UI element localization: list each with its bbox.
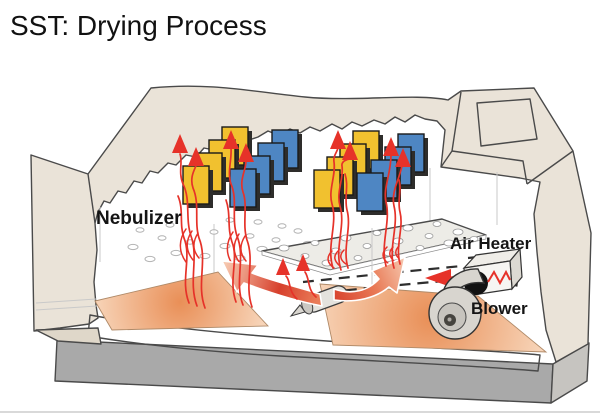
chamber-floor-rim [87,314,541,372]
airflow-stream [225,199,237,303]
airflow-arrowhead [330,130,346,149]
mist-droplet [127,243,139,251]
control-panel-edge [451,150,528,185]
control-panel [440,91,574,185]
airflow-stream [177,195,190,304]
plate-hole [392,237,404,245]
airflow-arrowhead [223,130,239,149]
heat-wave [334,250,341,267]
blower-hub-dot [447,317,452,322]
plate-hole [415,245,425,251]
plate-hole [340,234,352,242]
mist-droplet [144,255,156,263]
airflow-arrowhead [342,141,358,160]
heat-wave [179,228,187,263]
mist-droplet [199,252,211,260]
plate-hole [402,224,414,232]
airflow-streams [172,130,411,309]
plate-hole [278,244,290,252]
left-arrowhead-icon [425,269,451,287]
mist-droplet [209,229,219,235]
airflow-stream [397,179,402,265]
heat-wave [240,235,247,262]
specimen-block-yellow [313,169,341,209]
page-title: SST: Drying Process [10,10,267,41]
airflow-arrowhead [276,258,290,275]
heat-wave [340,249,347,265]
air-heater-label: Air Heater [450,234,532,253]
interior-seams [99,168,498,300]
mist-droplet [225,217,235,223]
blower-unit [428,268,486,340]
blower-label: Blower [471,299,528,318]
mist-droplet [277,223,287,229]
plate-holes [278,221,479,267]
airflow-arrowhead [172,134,188,153]
left-wall-seam [35,305,98,311]
plate-edge [261,234,487,276]
mist-droplet [157,235,167,241]
airflow-stream [240,160,253,308]
airflow-arrowhead [383,137,399,156]
heat-wave [382,246,390,265]
airflow-stream [391,165,403,269]
mist-droplet [293,228,303,234]
specimen-block-blue [356,172,384,212]
plate-hole [353,255,363,261]
left-wall-seam [35,298,97,304]
airflow-arrowhead [238,143,254,162]
mist-droplet [253,219,263,225]
control-panel-screen [476,98,538,147]
left-wall-fold [87,173,96,224]
plate-hole [310,240,320,246]
airflow-stream [190,164,206,309]
airflow-stream [329,147,339,269]
heating-element-icon [487,269,511,286]
airflow-arrowhead [395,148,411,167]
spray-swooshes [221,254,406,307]
curl-tail [304,271,317,298]
chamber-body [30,85,592,363]
perforated-plate [261,218,487,276]
mist-droplet [219,242,231,250]
chamber-shell [30,85,592,363]
plate-hole [432,221,442,227]
mist-droplet [271,237,281,243]
plate-hole [452,228,464,236]
airflow-stream [179,153,198,307]
airflow-arrowhead [188,147,204,166]
control-panel-edge [526,150,574,185]
mist-droplet [165,222,175,228]
mist-droplet [170,249,182,257]
swoosh-arrow-right [333,256,406,302]
curl-tail [285,275,298,300]
mist-droplet [135,227,145,233]
footer-divider [0,411,600,413]
nebulizer-label: Nebulizer [96,208,182,229]
airflow-stream [383,154,392,267]
airflow-stream [344,173,350,269]
plate-hole [469,236,479,242]
base-wedge [35,327,102,345]
airflow-stream [228,147,244,306]
swoosh-arrow-left [221,260,323,307]
airflow-arrowhead [296,254,310,271]
plate-hole [424,233,434,239]
floor-panel-left [94,271,270,331]
plate-hole [372,230,382,236]
plate-hole [443,239,455,247]
airflow-stream [337,158,351,271]
chamber-base [54,339,590,404]
plate-hole [362,243,372,249]
